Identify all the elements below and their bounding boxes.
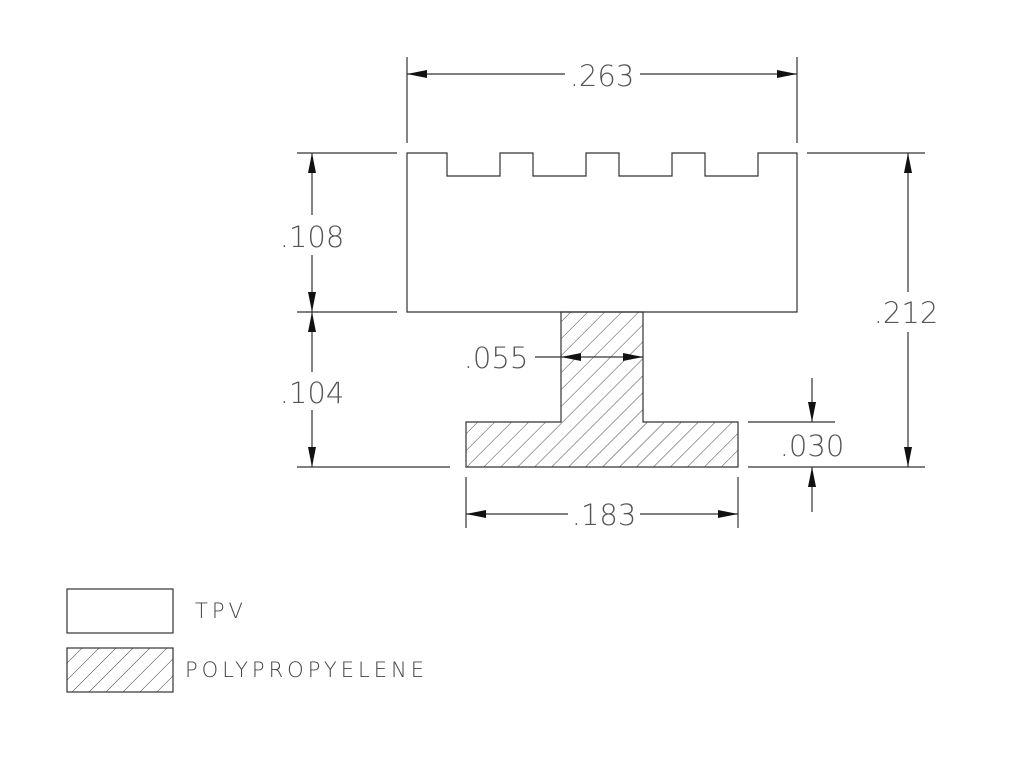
legend-label-polypropylene: POLYPROPYELENE: [185, 658, 428, 682]
legend-swatch-polypropylene: [66, 647, 174, 693]
dimension-total-height: .212: [748, 152, 939, 468]
dimension-flange-thickness: .030: [748, 378, 844, 512]
dim-label-upper-height: .108: [280, 220, 345, 254]
legend-label-tpv: TPV: [195, 599, 247, 623]
dimension-left-heights: .108 .104: [280, 152, 450, 468]
dimension-overall-width: .263: [406, 57, 798, 143]
dim-label-total-height: .212: [874, 296, 939, 330]
dim-label-overall-width: .263: [570, 59, 635, 93]
dimension-stem-width: .055: [464, 341, 643, 375]
dim-label-lower-height: .104: [280, 376, 345, 410]
polypropylene-part: [465, 311, 739, 468]
legend: TPV POLYPROPYELENE: [66, 588, 428, 693]
dim-label-flange-thickness: .030: [780, 429, 845, 463]
dim-label-stem-width: .055: [464, 341, 529, 375]
dimension-flange-width: .183: [465, 477, 739, 532]
dim-label-flange-width: .183: [572, 498, 637, 532]
tpv-body: [406, 152, 798, 313]
legend-swatch-tpv: [66, 588, 174, 634]
